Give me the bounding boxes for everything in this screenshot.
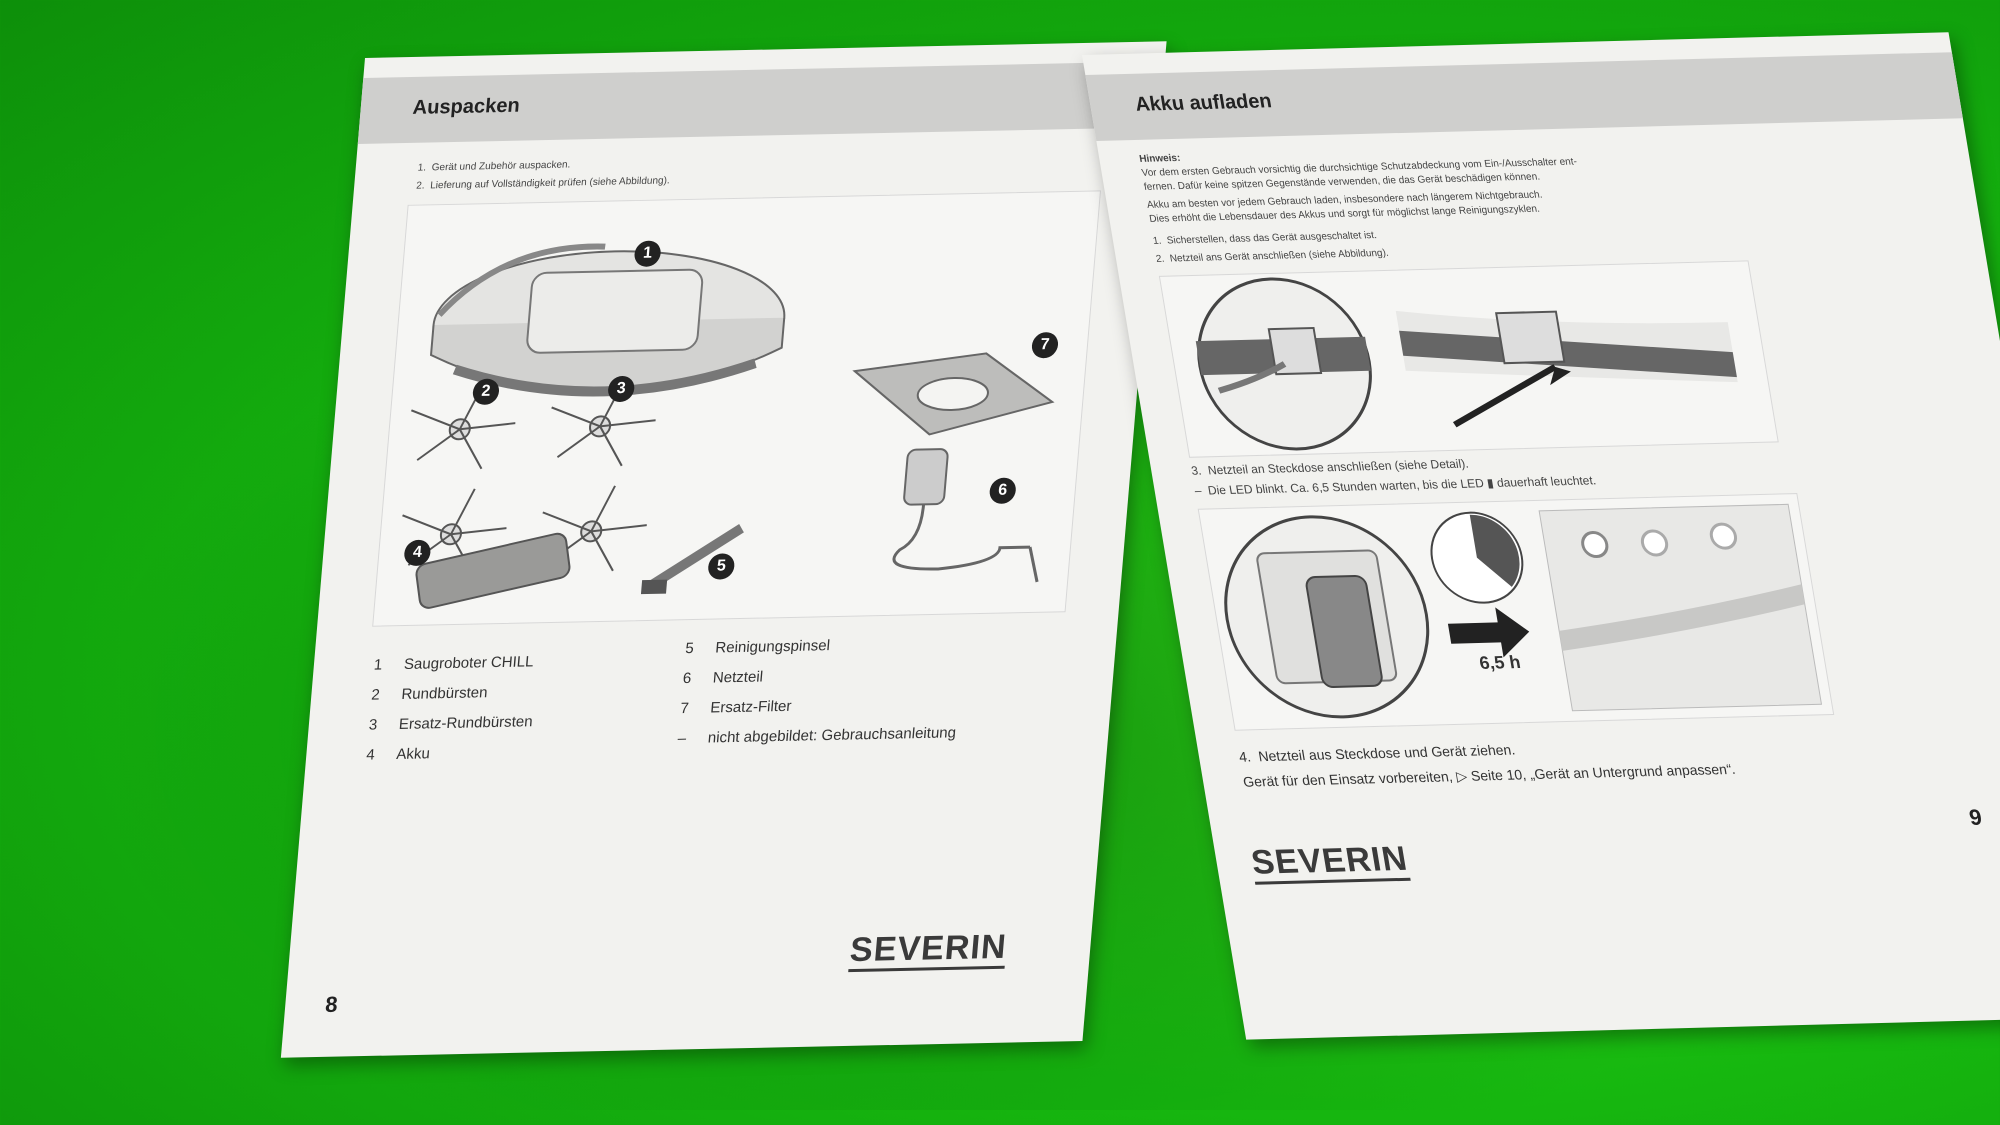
step-1: 1. Sicherstellen, dass das Gerät ausgesc… [1152,230,1378,247]
legend-item: –nicht abgebildet: Gebrauchsanleitung [677,724,957,748]
charging-illustration: 6,5 h [1197,493,1835,731]
step-4-detail: Gerät für den Einsatz vorbereiten, ▷ Sei… [1241,760,1737,790]
connect-adapter-illustration [1158,260,1779,458]
step-1: 1. Gerät und Zubehör auspacken. [417,159,571,174]
robot-vacuum-illustration [429,243,786,397]
step-3-detail: – Die LED blinkt. Ca. 6,5 Stunden warten… [1193,473,1598,498]
connect-adapter-drawing [1195,277,1738,451]
note-heading: Hinweis: [1138,152,1182,165]
battery-illustration [415,532,571,609]
section-title: Auspacken [411,94,521,119]
contents-illustration: 1 2 3 4 5 6 7 [372,190,1102,627]
page-number: 8 [324,991,339,1017]
battery-led-icon: ▮ [1485,475,1495,491]
step-2: 2. Netzteil ans Gerät anschließen (siehe… [1155,247,1390,265]
brand-logo: SEVERIN [848,927,1009,973]
filter-illustration [852,352,1055,436]
cleaning-brush-illustration [640,524,744,595]
page-number: 9 [1967,804,1984,830]
contents-drawing [402,243,1055,609]
charge-time-label: 6,5 h [1477,651,1523,674]
arrow-icon [1447,607,1530,658]
side-brushes-illustration [402,380,656,575]
step-2: 2. Lieferung auf Vollständigkeit prüfen … [415,175,671,192]
manual-page-right: Akku aufladen Hinweis: Vor dem ersten Ge… [1082,32,2000,1040]
charging-drawing [1224,503,1823,719]
power-adapter-illustration [892,448,1039,583]
step-3: 3. Netzteil an Steckdose anschließen (si… [1190,456,1470,478]
brand-logo: SEVERIN [1248,839,1411,885]
section-title: Akku aufladen [1133,90,1274,116]
manual-page-left: Auspacken 1. Gerät und Zubehör auspacken… [280,41,1167,1058]
step-4: 4. Netzteil aus Steckdose und Gerät zieh… [1237,741,1517,765]
